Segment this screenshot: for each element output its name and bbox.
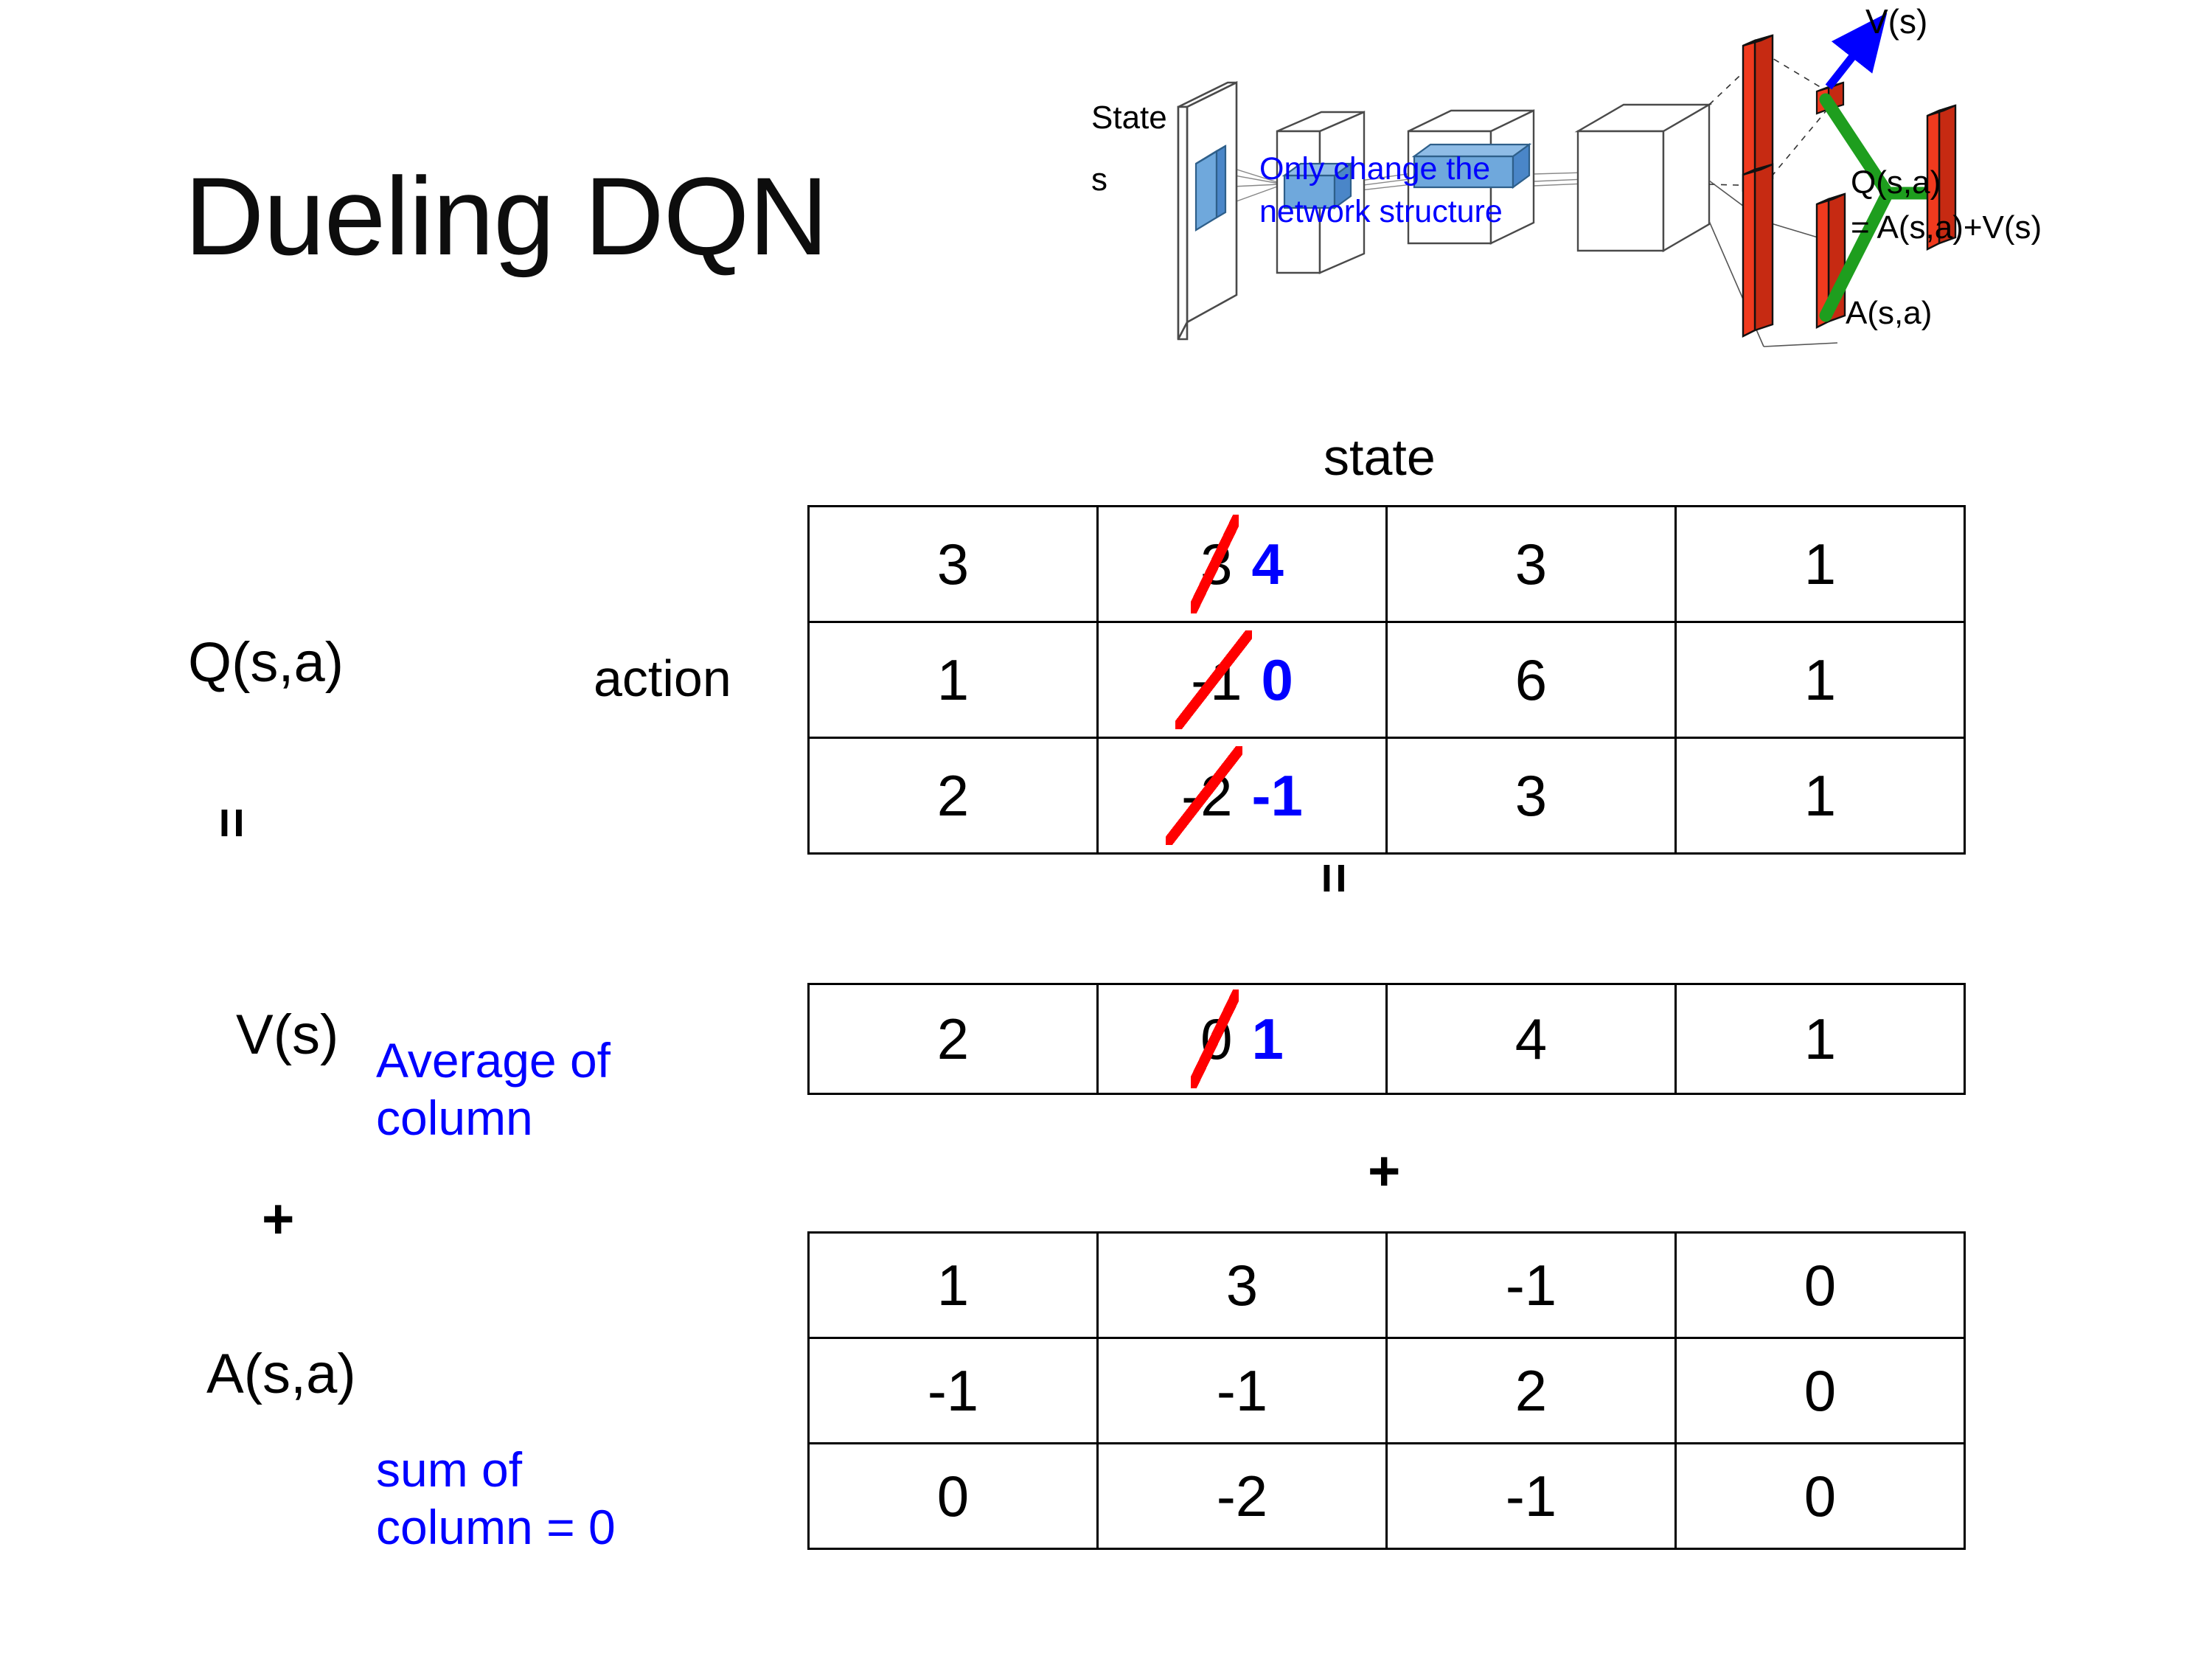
diagram-q-label-line1: Q(s,a): [1851, 164, 1941, 201]
diagram-q-label: Q(s,a) = A(s,a)+V(s): [1851, 161, 2042, 250]
table-cell: 0: [1674, 1442, 1966, 1550]
diagram-note-line1: Only change the: [1259, 151, 1491, 187]
table-cell: 1: [1674, 983, 1966, 1095]
q-function-label: Q(s,a): [188, 631, 344, 694]
table-cell: 1: [807, 621, 1099, 739]
page-title: Dueling DQN: [184, 154, 829, 278]
table-cell: -1: [1385, 1442, 1677, 1550]
table-cell: 2: [807, 737, 1099, 855]
struck-out-value: -2: [1166, 745, 1243, 846]
table-cell: 6: [1385, 621, 1677, 739]
diagram-q-label-line2: = A(s,a)+V(s): [1851, 209, 2042, 246]
table-cell: 3: [1385, 505, 1677, 623]
table-cell: -1: [1385, 1231, 1677, 1339]
axis-label-action: action: [594, 650, 731, 707]
note-average-of-column: Average of column: [376, 1032, 611, 1147]
equals-sign-middle: =: [1304, 863, 1363, 894]
table-cell: 0: [1674, 1231, 1966, 1339]
equals-sign-left: =: [202, 807, 261, 839]
table-cell: -2-1: [1096, 737, 1388, 855]
struck-out-value: 3: [1190, 514, 1239, 614]
diagram-v-label: V(s): [1865, 2, 1928, 41]
table-cell: 1: [807, 1231, 1099, 1339]
table-cell: 3: [1385, 737, 1677, 855]
plus-sign-left: +: [262, 1188, 295, 1251]
struck-out-value: 0: [1190, 989, 1239, 1089]
corrected-value: 0: [1261, 647, 1293, 712]
table-cell: 2: [1385, 1337, 1677, 1444]
note-average-line1: Average of: [376, 1033, 611, 1088]
corrected-cell: -2-1: [1099, 739, 1385, 852]
diagram-state-line2: s: [1091, 161, 1107, 198]
corrected-value: -1: [1251, 762, 1303, 828]
diagram-state-label: State s: [1091, 87, 1167, 210]
note-sum-line1: sum of: [376, 1442, 523, 1497]
table-cell: -1: [807, 1337, 1099, 1444]
dueling-network-diagram: State s Only change the network structur…: [1091, 0, 2212, 413]
axis-label-state: state: [1324, 428, 1436, 486]
corrected-value: 4: [1251, 531, 1284, 597]
table-cell: 2: [807, 983, 1099, 1095]
diagram-note: Only change the network structure: [1259, 147, 1503, 233]
table-cell: 1: [1674, 621, 1966, 739]
plus-sign-middle: +: [1368, 1140, 1401, 1203]
table-cell: 0: [807, 1442, 1099, 1550]
corrected-value: 1: [1251, 1006, 1284, 1071]
table-cell: 3: [807, 505, 1099, 623]
a-function-label: A(s,a): [206, 1343, 356, 1405]
note-average-line2: column: [376, 1090, 533, 1145]
v-function-label: V(s): [236, 1004, 339, 1066]
table-cell: 3: [1096, 1231, 1388, 1339]
table-cell: 1: [1674, 505, 1966, 623]
table-cell: 4: [1385, 983, 1677, 1095]
diagram-state-line1: State: [1091, 100, 1167, 136]
diagram-a-label: A(s,a): [1846, 295, 1933, 331]
table-cell: -2: [1096, 1442, 1388, 1550]
table-cell: -1: [1096, 1337, 1388, 1444]
note-sum-of-column: sum of column = 0: [376, 1441, 616, 1557]
struck-out-value: -1: [1175, 630, 1253, 730]
table-cell: 0: [1674, 1337, 1966, 1444]
note-sum-line2: column = 0: [376, 1499, 616, 1554]
table-cell: 1: [1674, 737, 1966, 855]
diagram-note-line2: network structure: [1259, 194, 1503, 230]
